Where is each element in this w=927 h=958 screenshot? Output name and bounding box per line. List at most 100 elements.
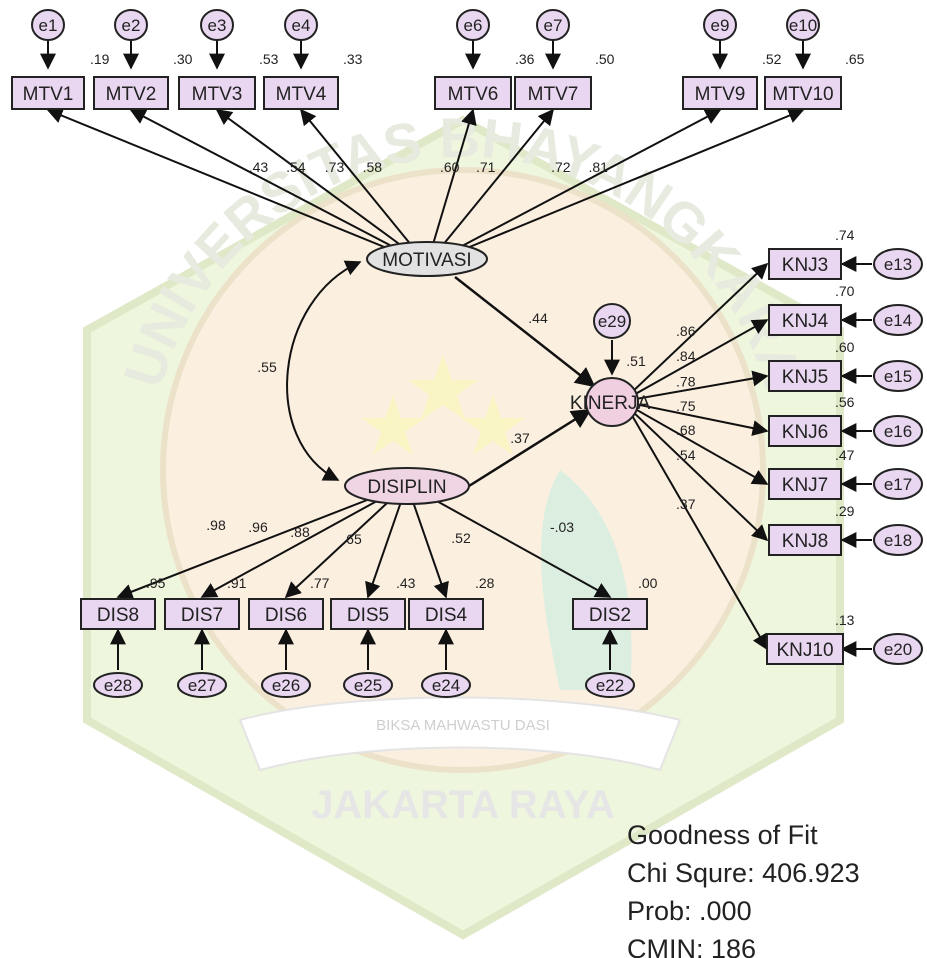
- latent-kinerja: [585, 377, 639, 427]
- loading-dis8: .98: [206, 517, 226, 533]
- error-e16-label: e16: [884, 422, 912, 441]
- loading-arrow-knj6: [629, 402, 769, 436]
- r2-mtv9: .52: [762, 51, 782, 67]
- loading-arrow-knj4: [629, 319, 769, 398]
- error-e1: [31, 9, 65, 41]
- error-e18: [873, 524, 923, 556]
- loading-arrow-mtv4: [299, 108, 416, 250]
- error-e9: [703, 9, 737, 41]
- error-e28: [93, 672, 143, 698]
- r2-dis6: .77: [310, 575, 330, 591]
- indicator-dis4: [408, 598, 484, 630]
- error-e16: [873, 415, 923, 447]
- loading-arrow-mtv10: [464, 108, 805, 250]
- indicator-dis2: [572, 598, 648, 630]
- r2-knj10: .13: [835, 612, 855, 628]
- error-e10-label: e10: [789, 16, 817, 35]
- error-e26: [261, 672, 311, 698]
- r2-knj5: .60: [835, 339, 855, 355]
- indicator-dis8: [80, 598, 156, 630]
- indicator-knj7-label: KNJ7: [782, 475, 828, 496]
- error-e24-label: e24: [432, 676, 460, 695]
- loading-arrow-knj10: [629, 411, 768, 651]
- indicator-mtv9-label: MTV9: [695, 84, 746, 105]
- loading-dis5: .65: [342, 531, 362, 547]
- error-e15: [873, 360, 923, 392]
- error-e2-label: e2: [122, 16, 141, 35]
- loading-arrow-dis8: [116, 497, 373, 600]
- error-e27-label: e27: [188, 676, 216, 695]
- r2-knj4: .70: [835, 283, 855, 299]
- indicator-dis5-label: DIS5: [347, 605, 389, 626]
- indicator-knj3: [768, 248, 842, 280]
- error-e7-label: e7: [544, 16, 563, 35]
- indicator-dis6: [248, 598, 324, 630]
- loading-dis7: .96: [248, 519, 268, 535]
- r2-dis5: .43: [396, 575, 416, 591]
- error-e4: [284, 9, 318, 41]
- error-e20-label: e20: [884, 640, 912, 659]
- fit-chi-square: Chi Squre: 406.923: [627, 858, 860, 888]
- error-e13: [873, 248, 923, 280]
- r2-dis2: .00: [638, 575, 658, 591]
- error-e25-label: e25: [354, 676, 382, 695]
- indicator-mtv1: [11, 76, 85, 110]
- indicator-mtv4-label: MTV4: [276, 84, 327, 105]
- loading-dis6: .88: [290, 524, 310, 540]
- error-e22: [585, 672, 635, 698]
- indicator-dis5: [330, 598, 406, 630]
- indicator-dis4-label: DIS4: [425, 605, 468, 626]
- loading-arrow-dis2: [430, 497, 612, 598]
- indicator-mtv6-label: MTV6: [448, 84, 499, 105]
- r2-knj8: .29: [835, 503, 855, 519]
- error-e29: [593, 303, 631, 339]
- loading-knj5: .78: [676, 373, 696, 389]
- indicator-mtv6: [434, 76, 512, 110]
- indicator-knj5-label: KNJ5: [782, 367, 828, 388]
- error-e10: [786, 9, 820, 41]
- loading-arrow-dis6: [284, 497, 394, 599]
- indicator-mtv2-label: MTV2: [106, 84, 157, 105]
- path-motivasi-to-kinerja: [454, 276, 596, 388]
- fit-title: Goodness of Fit: [627, 820, 818, 850]
- indicator-knj4: [768, 304, 842, 336]
- loading-dis4: .52: [451, 530, 471, 546]
- error-e24: [421, 672, 471, 698]
- error-e14-label: e14: [884, 311, 912, 330]
- indicator-mtv3: [178, 76, 256, 110]
- loading-arrow-dis7: [200, 497, 383, 598]
- loading-arrow-mtv9: [455, 109, 722, 250]
- error-e20: [873, 633, 923, 665]
- loading-knj10: .37: [676, 496, 696, 512]
- watermark-star-left: [361, 395, 425, 455]
- r2-dis7: .91: [227, 575, 247, 591]
- error-e13-label: e13: [884, 255, 912, 274]
- error-e3: [200, 9, 234, 41]
- indicator-knj6: [768, 415, 842, 447]
- loading-arrow-knj3: [629, 262, 769, 395]
- latent-disiplin: [344, 467, 470, 505]
- indicator-dis8-label: DIS8: [97, 605, 139, 626]
- loading-mtv6: .60: [440, 159, 460, 175]
- loading-arrow-mtv6: [430, 108, 477, 250]
- r2-knj7: .47: [835, 447, 855, 463]
- loading-knj3: .86: [676, 323, 696, 339]
- r2-mtv10: .65: [845, 51, 865, 67]
- error-e7: [536, 9, 570, 41]
- loading-knj7: .68: [676, 422, 696, 438]
- loading-mtv4: .58: [363, 159, 383, 175]
- watermark-bottom-text: JAKARTA RAYA: [311, 783, 615, 827]
- indicator-mtv2: [93, 76, 169, 110]
- watermark-star-right: [461, 395, 525, 455]
- fit-cmin: CMIN: 186: [627, 934, 757, 958]
- loading-arrow-mtv3: [215, 109, 407, 250]
- correlation-motivasi-disiplin: [286, 260, 362, 481]
- r2-mtv2: .30: [173, 51, 193, 67]
- watermark-star-top: [408, 355, 478, 420]
- error-e3-label: e3: [208, 16, 227, 35]
- indicator-knj8: [768, 524, 842, 556]
- indicator-knj8-label: KNJ8: [782, 531, 828, 552]
- indicator-knj6-label: KNJ6: [782, 422, 828, 443]
- indicator-mtv7-label: MTV7: [528, 84, 579, 105]
- error-e26-label: e26: [272, 676, 300, 695]
